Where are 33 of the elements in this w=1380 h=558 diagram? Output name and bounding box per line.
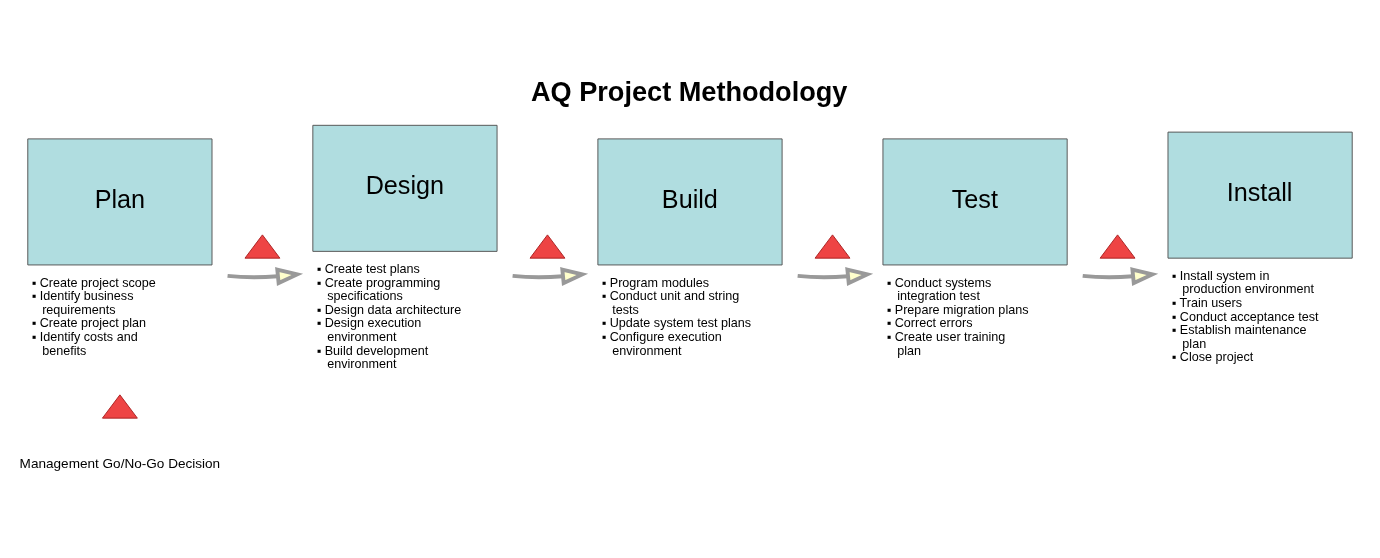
node-label: ▪ Create project plan [31, 316, 147, 331]
node-triangle [1099, 234, 1136, 259]
node-label: ▪ Identify costs and benefits [31, 329, 138, 358]
node-triangle [814, 234, 851, 259]
node-triangle [101, 394, 138, 419]
arrow [797, 267, 874, 286]
arrow [227, 267, 304, 286]
node-label: ▪ Create project scope [31, 275, 156, 290]
node-label: ▪ Configure execution environment [601, 329, 722, 358]
node-label: ▪ Conduct acceptance test [1171, 309, 1319, 324]
node-label: ▪ Design execution environment [316, 316, 422, 344]
node-label: ▪ Design data architecture [316, 302, 462, 317]
node-label: ▪ Install system in production environment [1171, 268, 1314, 297]
node-label: ▪ Build development environment [316, 343, 429, 372]
node-label: ▪ Create user training plan [886, 329, 1006, 358]
legend-label: Management Go/No-Go Decision [19, 456, 221, 472]
arrow [1082, 267, 1159, 286]
node-triangle [244, 234, 281, 259]
node-label: ▪ Prepare migration plans [886, 302, 1029, 317]
node-label: ▪ Program modules [601, 275, 710, 290]
node-label: ▪ Create programming specifications [316, 275, 441, 304]
node-triangle [529, 234, 566, 259]
node-label: ▪ Identify business requirements [31, 289, 134, 317]
node-label: ▪ Correct errors [886, 316, 973, 331]
node-label: ▪ Train users [1171, 296, 1243, 311]
arrow [512, 267, 589, 286]
node-label: ▪ Conduct systems integration test [886, 275, 992, 304]
diagram-title: AQ Project Methodology [530, 75, 848, 107]
node-label: ▪ Update system test plans [601, 316, 752, 331]
node-label: ▪ Conduct unit and string tests [601, 289, 740, 317]
node-label: ▪ Close project [1171, 350, 1254, 365]
node-label: ▪ Establish maintenance plan [1171, 323, 1307, 351]
node-label: ▪ Create test plans [316, 262, 420, 277]
